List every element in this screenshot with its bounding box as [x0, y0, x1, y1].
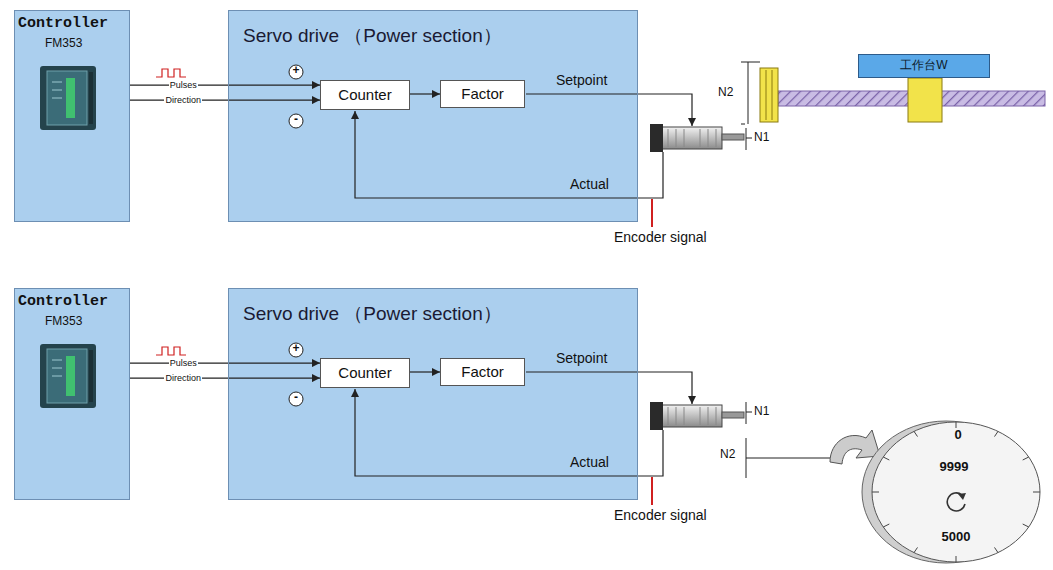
plc-icon [40, 66, 96, 130]
factor-block: Factor [440, 80, 525, 108]
signal-label: Direction [164, 373, 202, 383]
gear-ratio-label: N2 [718, 86, 733, 100]
sum-sign: + [292, 64, 299, 78]
servo-drive-title: Servo drive （Power section） [243, 25, 502, 47]
controller-model: FM353 [45, 315, 82, 329]
controller-box: ControllerFM353 [14, 288, 130, 500]
dial-tick [1033, 492, 1040, 493]
dial-tick [883, 524, 889, 527]
block-label: Counter [338, 364, 391, 381]
signal-label: Pulses [169, 80, 198, 90]
pulse-waveform [156, 69, 186, 77]
signal-name: Actual [570, 454, 609, 470]
block-label: Factor [461, 85, 504, 102]
dial-disc: 0 9999 5000 [870, 420, 1042, 564]
gear-ratio-label: N2 [720, 448, 735, 462]
sum-sign: - [294, 391, 298, 405]
gear-ratio-label: N1 [754, 405, 769, 419]
dial-tick [1023, 524, 1029, 527]
worktable: 工作台W [858, 54, 990, 78]
controller-box: ControllerFM353 [14, 10, 130, 222]
signal-arrow [130, 99, 320, 100]
sum-sign-circle [289, 65, 303, 79]
encoder-signal-tick [651, 199, 653, 227]
signal-arrow [130, 378, 320, 379]
worktable-label: 工作台W [900, 59, 947, 73]
controller-model: FM353 [45, 37, 82, 51]
dial-tick [1023, 457, 1029, 460]
dial-tick [914, 547, 918, 552]
sum-sign: - [294, 113, 298, 127]
dial-number: 9999 [940, 460, 969, 475]
dial-number: 0 [954, 428, 961, 443]
block-label: Factor [461, 363, 504, 380]
signal-name: Actual [570, 176, 609, 192]
signal-name: Setpoint [556, 72, 607, 88]
pulley [760, 68, 778, 122]
controller-title: Controller [18, 15, 108, 32]
signal-arrow [130, 84, 320, 85]
servo-drive-title: Servo drive （Power section） [243, 303, 502, 325]
signal-arrow [410, 371, 440, 372]
dial-tick [914, 431, 918, 436]
dial-tick [883, 457, 889, 460]
dial-number: 5000 [942, 530, 971, 545]
signal-name: Encoder signal [614, 507, 707, 523]
dial-tick [872, 492, 879, 493]
gear-ratio-label: N1 [754, 131, 769, 145]
servo-motor [650, 124, 744, 152]
signal-label: Direction [164, 95, 202, 105]
signal-arrow [410, 93, 440, 94]
counter-block: Counter [320, 80, 410, 110]
servo-panel [228, 10, 638, 222]
counter-block: Counter [320, 358, 410, 388]
rotation-symbol [947, 493, 965, 511]
signal-row [14, 10, 744, 227]
sum-sign: + [292, 342, 299, 356]
signal-row-copy [14, 288, 744, 505]
signal-name: Encoder signal [614, 229, 707, 245]
block-label: Counter [338, 86, 391, 103]
sum-sign-circle [289, 114, 303, 128]
dial-tick [995, 547, 999, 552]
feedback-line [355, 111, 663, 198]
dial-tick [956, 556, 957, 562]
signal-label: Pulses [169, 358, 198, 368]
factor-block: Factor [440, 358, 525, 386]
controller-panel [14, 10, 130, 222]
controller-title: Controller [18, 293, 108, 310]
screw-nut [908, 78, 942, 122]
dial-tick [995, 431, 999, 436]
rotation-arrowhead [958, 493, 966, 500]
signal-name: Setpoint [556, 350, 607, 366]
dial-outline [872, 422, 1040, 562]
signal-arrow [130, 363, 320, 364]
setpoint-line [526, 94, 692, 126]
